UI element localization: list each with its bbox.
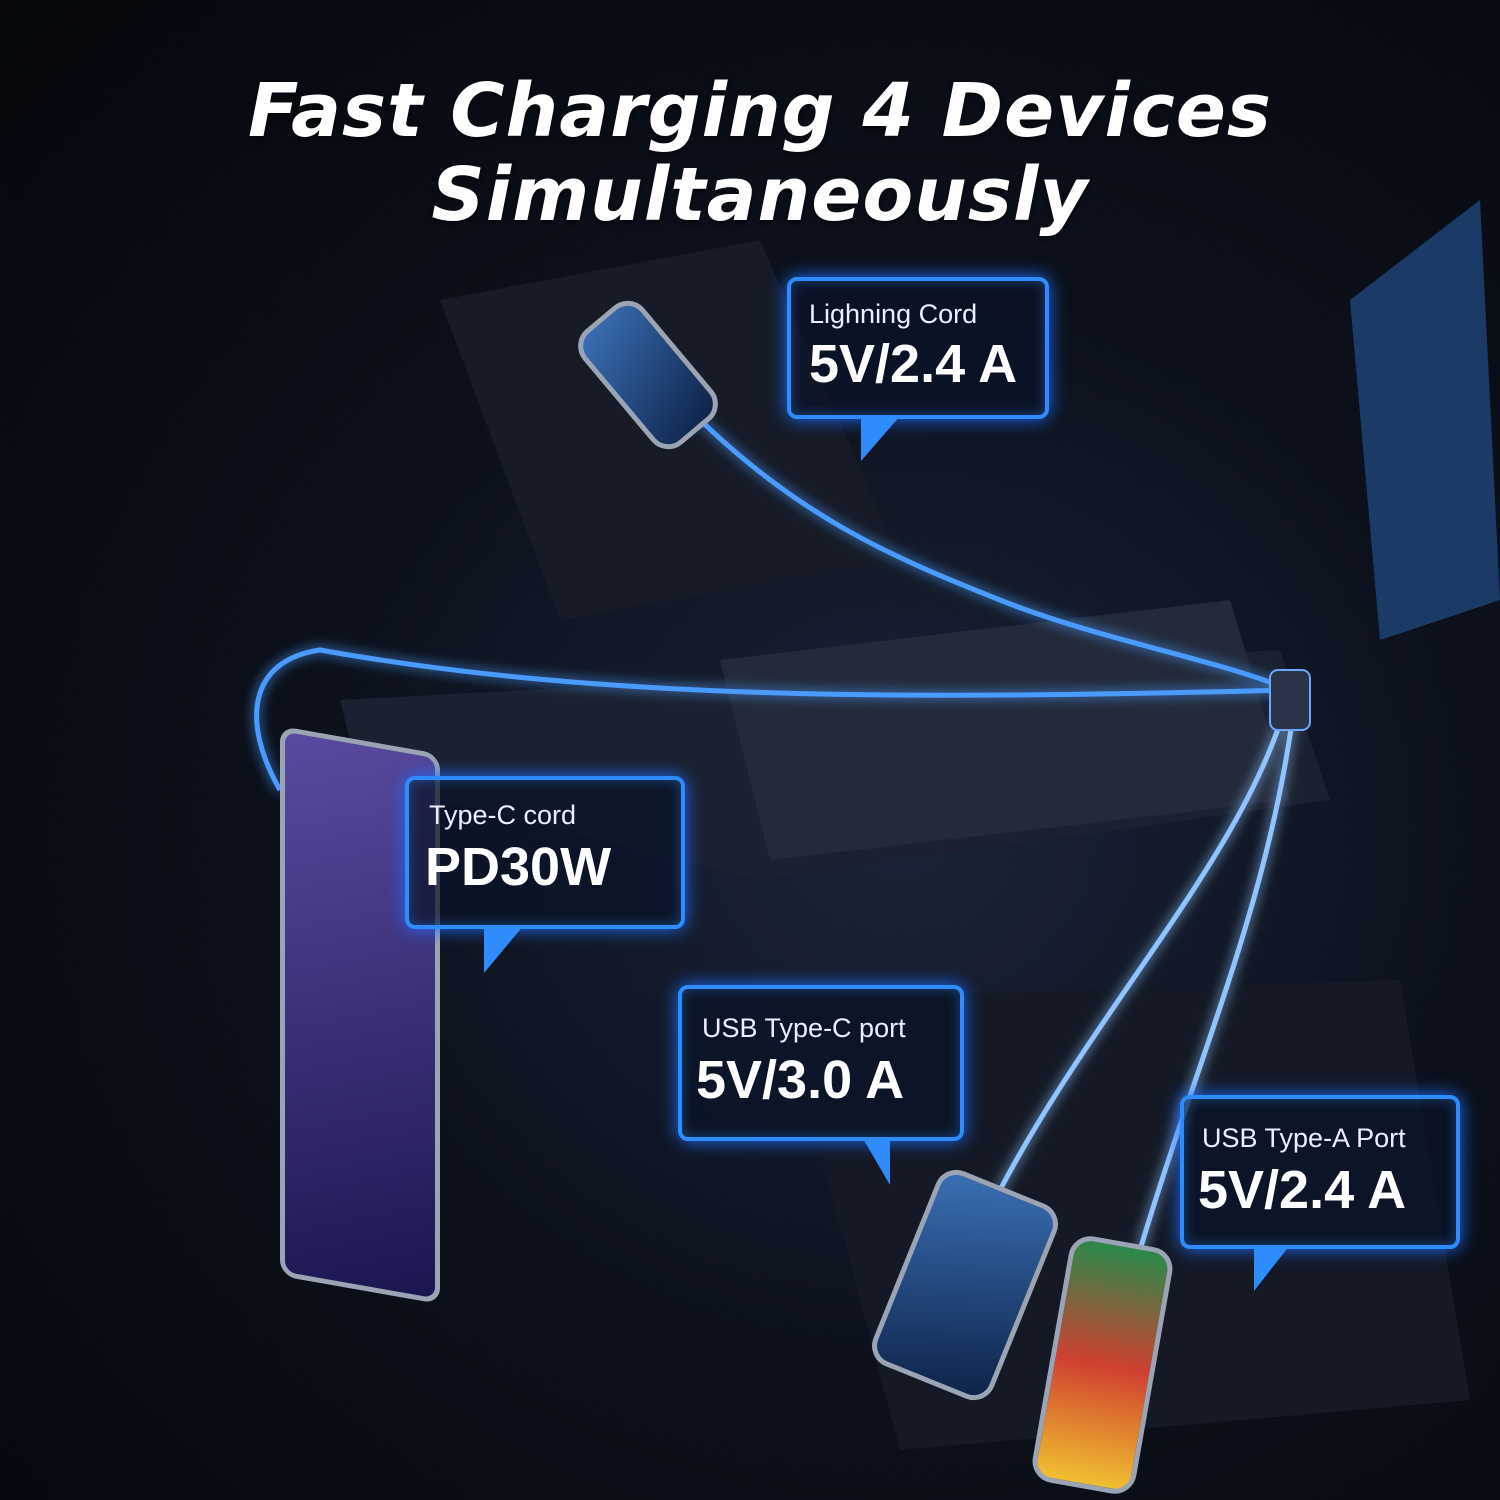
- headline-line-2: Simultaneously: [431, 152, 1089, 238]
- car-charger: [1269, 669, 1311, 731]
- callout-value: 5V/2.4 A: [1198, 1160, 1407, 1220]
- callout-label: USB Type-C port: [702, 1013, 906, 1043]
- dashboard-screen: [1350, 200, 1500, 640]
- usb-c-port-cable: [997, 689, 1293, 1192]
- usb-a-port-cable: [1137, 699, 1298, 1251]
- lightning-cable: [688, 408, 1291, 693]
- callout-value: 5V/2.4 A: [809, 334, 1018, 394]
- type-c-cable-ipad: [254, 647, 1291, 792]
- callout-label: USB Type-A Port: [1202, 1123, 1406, 1153]
- headline-line-1: Fast Charging 4 Devices: [248, 68, 1272, 154]
- callout-usb-type-c-port: USB Type-C port 5V/3.0 A: [678, 985, 964, 1185]
- callout-value: PD30W: [425, 837, 612, 897]
- callout-value: 5V/3.0 A: [696, 1050, 905, 1110]
- callout-usb-type-a-port: USB Type-A Port 5V/2.4 A: [1180, 1095, 1460, 1291]
- callout-lightning: Lighning Cord 5V/2.4 A: [787, 277, 1049, 461]
- callout-label: Lighning Cord: [809, 299, 978, 329]
- callout-label: Type-C cord: [429, 800, 577, 830]
- callout-type-c-cord: Type-C cord PD30W: [405, 776, 685, 973]
- carbon-panel: [720, 600, 1290, 860]
